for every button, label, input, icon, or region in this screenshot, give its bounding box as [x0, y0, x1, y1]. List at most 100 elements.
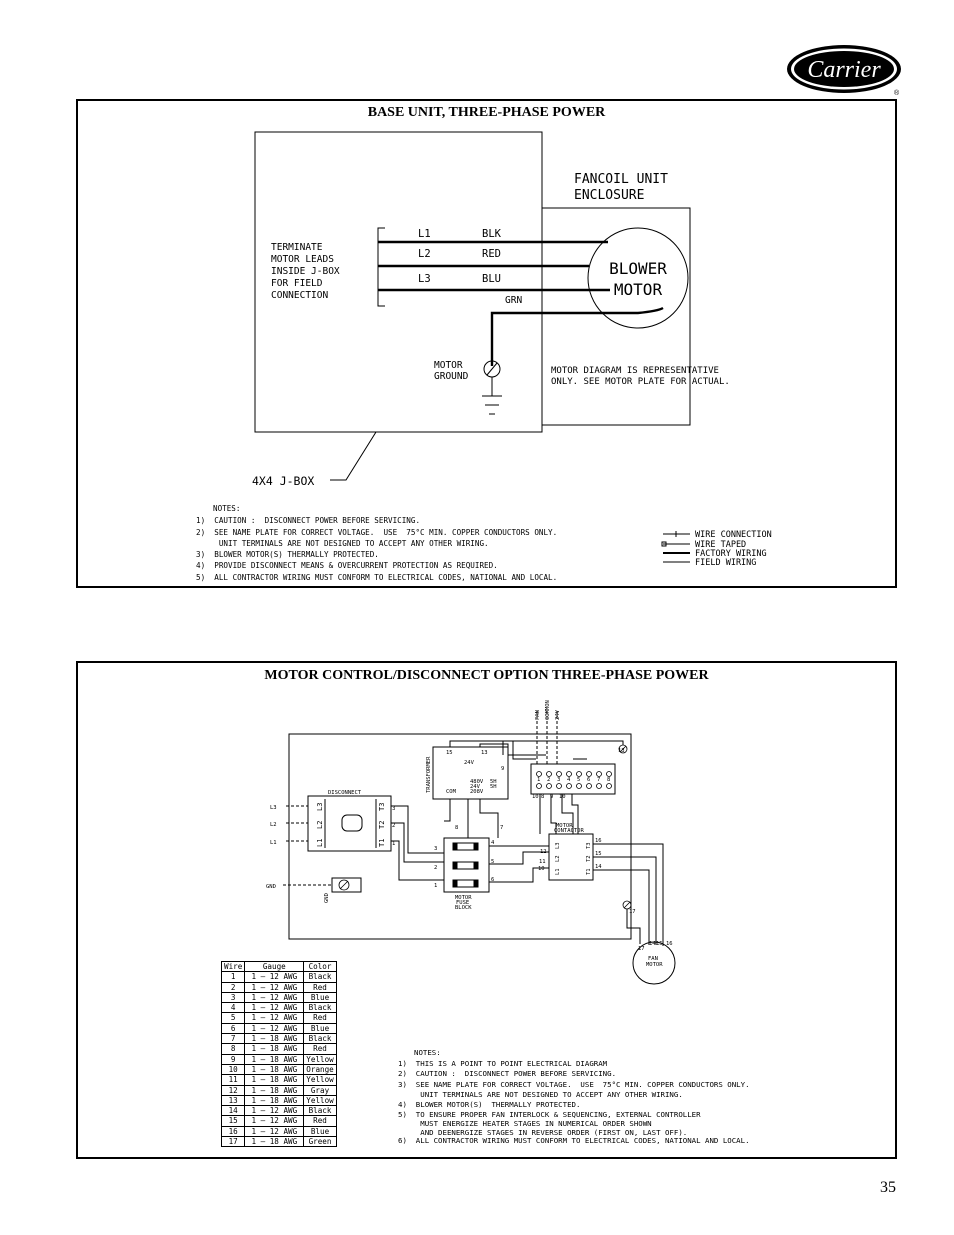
carrier-logo: Carrier ®	[787, 45, 901, 96]
wire-number: 10	[220, 1063, 246, 1076]
fuse-left-1: 1	[434, 883, 437, 889]
fan-motor-2: MOTOR	[646, 962, 663, 968]
wire-gauge: 1 – 12 AWG	[244, 1105, 305, 1117]
jbox-label: 4X4 J-BOX	[252, 474, 314, 488]
header-color: Color	[303, 960, 337, 973]
registered-mark: ®	[894, 89, 900, 96]
terminal-8: 8	[607, 777, 610, 783]
transformer-label: TRANSFORMER	[426, 756, 432, 793]
fan-pin-15: 15	[656, 941, 663, 947]
gnd-lug-label: GND	[324, 893, 330, 903]
blower-label-1: BLOWER	[609, 259, 667, 278]
wire-number: 2	[220, 981, 246, 993]
wire-number: 3	[220, 991, 246, 1004]
wire-gauge: 1 – 18 AWG	[244, 1033, 305, 1045]
line-l3-label: L3	[270, 805, 277, 811]
wire-color: Red	[303, 981, 337, 993]
wire-color: Black	[303, 1105, 337, 1117]
motor-fuse-block	[443, 837, 490, 893]
terminate-4: FOR FIELD	[271, 278, 323, 289]
header-wire: Wire	[220, 960, 246, 973]
terminal-6: 6	[587, 777, 590, 783]
note-5b: MUST ENERGIZE HEATER STAGES IN NUMERICAL…	[398, 1119, 652, 1128]
disc-pin-1: 1	[392, 841, 395, 847]
contactor-pin-11: 11	[539, 859, 546, 865]
wire-gauge: 1 – 12 AWG	[244, 1002, 305, 1014]
contactor-2: CONTACTOR	[554, 828, 584, 834]
contactor-pin-15: 15	[595, 851, 602, 857]
note-5: 5) ALL CONTRACTOR WIRING MUST CONFORM TO…	[196, 573, 557, 582]
note-2: 2) SEE NAME PLATE FOR CORRECT VOLTAGE. U…	[196, 528, 557, 537]
motor-ground-1: MOTOR	[434, 360, 463, 371]
wire-gauge: 1 – 18 AWG	[244, 1094, 305, 1107]
wire-number: 12	[220, 1084, 246, 1096]
wire-number: 6	[220, 1022, 246, 1035]
fan-pin-17: 17	[638, 946, 645, 952]
contactor-pin-10: 10	[538, 866, 545, 872]
terminal-3: 3	[557, 777, 560, 783]
legend-field: FIELD WIRING	[695, 558, 756, 568]
terminal-pin-d: 10	[559, 794, 566, 800]
wire-color: Yellow	[303, 1094, 337, 1107]
fuse-block-1: MOTOR	[455, 895, 472, 901]
terminate-2: MOTOR LEADS	[271, 254, 334, 265]
blower-motor-circle	[587, 227, 689, 329]
xfmr-suffix-2: 5H	[490, 784, 497, 790]
wire-color: Orange	[303, 1063, 337, 1076]
note-3: 3) BLOWER MOTOR(S) THERMALLY PROTECTED.	[196, 550, 379, 559]
fancoil-label-1: FANCOIL UNIT	[574, 172, 668, 187]
wire-number: 16	[220, 1125, 246, 1138]
panel-title: BASE UNIT, THREE-PHASE POWER	[367, 105, 606, 120]
line-l3: L3	[418, 273, 431, 285]
wire-number: 15	[220, 1115, 246, 1127]
panel-title: MOTOR CONTROL/DISCONNECT OPTION THREE-PH…	[264, 668, 709, 683]
fuse-right-5: 5	[491, 859, 494, 865]
label-fan: FAN	[535, 710, 541, 720]
disc-t1: T1	[378, 839, 386, 847]
wire-number: 1	[220, 971, 246, 983]
ground-pin-17: 17	[629, 909, 636, 915]
line-l2-label: L2	[270, 822, 277, 828]
contactor-pin-12: 12	[540, 849, 547, 855]
fuse-block-3: BLOCK	[455, 905, 472, 911]
ground-lug	[331, 877, 362, 893]
wire-gauge: 1 – 18 AWG	[244, 1043, 305, 1055]
wire-gauge: 1 – 18 AWG	[244, 1053, 305, 1065]
xfmr-tap-208: 208V	[470, 789, 484, 795]
notes-title: NOTES:	[414, 1048, 441, 1057]
label-24v: 24V	[555, 709, 561, 720]
wire-color: Black	[303, 1033, 337, 1045]
terminal-5: 5	[577, 777, 580, 783]
transformer	[432, 746, 509, 800]
note-3b: UNIT TERMINALS ARE NOT DESIGNED TO ACCEP…	[398, 1090, 683, 1099]
note-2b: UNIT TERMINALS ARE NOT DESIGNED TO ACCEP…	[196, 539, 489, 548]
note-4: 4) PROVIDE DISCONNECT MEANS & OVERCURREN…	[196, 561, 498, 570]
note-1: 1) CAUTION : DISCONNECT POWER BEFORE SER…	[196, 516, 420, 525]
label-common: COMMON	[545, 700, 551, 720]
wire-color: Red	[303, 1012, 337, 1024]
wire-number: 13	[220, 1094, 246, 1107]
terminal-7: 7	[597, 777, 600, 783]
contactor-t2: T2	[586, 855, 592, 862]
xfmr-voltage: 24V	[464, 760, 475, 766]
line-l2-color: RED	[482, 248, 501, 260]
fan-pin-16: 16	[666, 941, 673, 947]
motor-ground-2: GROUND	[434, 371, 469, 382]
xfmr-tap-480: 480V	[470, 779, 484, 785]
line-l3-color: BLU	[482, 273, 501, 285]
